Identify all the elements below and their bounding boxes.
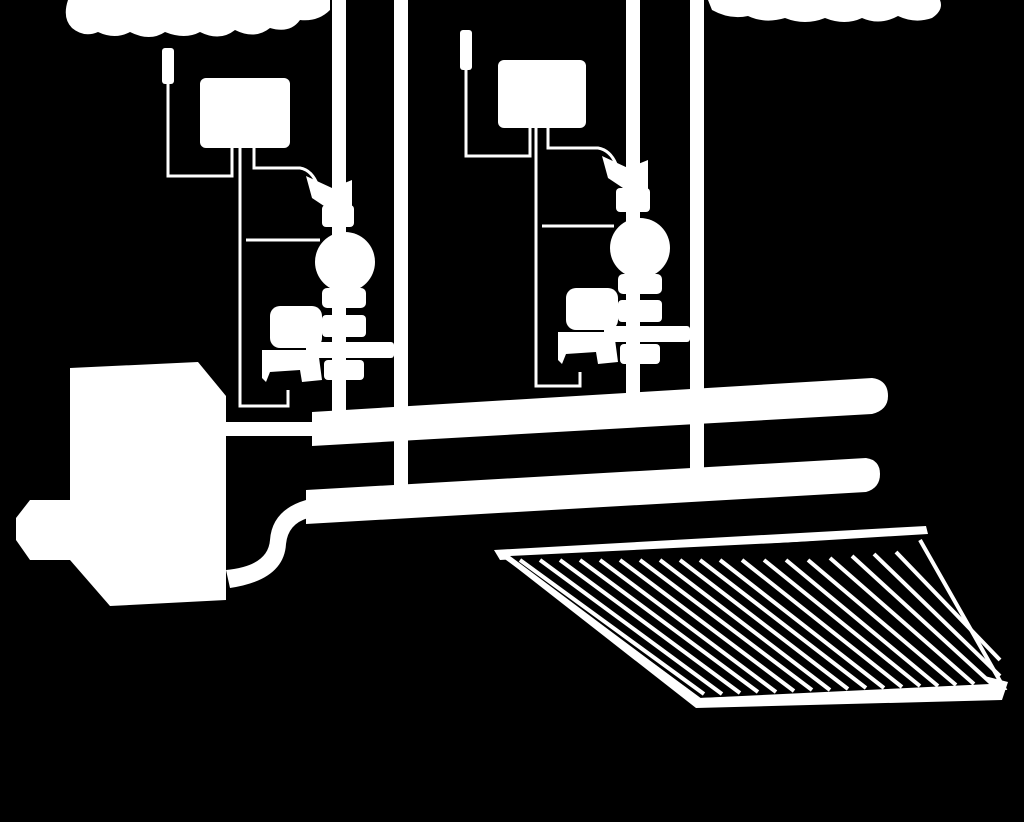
controller-box-1 — [200, 78, 290, 148]
circulation-pump-2 — [610, 218, 670, 278]
circulation-pump-1 — [315, 232, 375, 292]
controller-box-2 — [498, 60, 586, 128]
thermostat-sensor-2 — [460, 30, 472, 70]
thermostat-sensor-1 — [162, 48, 174, 84]
